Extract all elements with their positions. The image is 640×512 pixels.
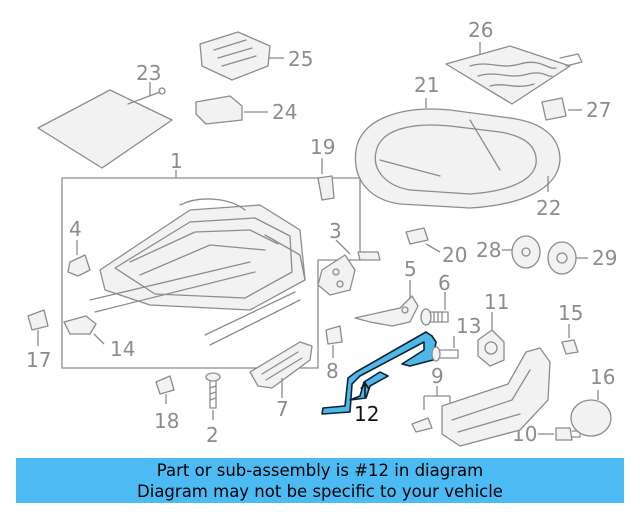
banner-line-1: Part or sub-assembly is #12 in diagram (156, 460, 484, 480)
label-28: 28 (476, 238, 501, 262)
part-21-cushion (354, 98, 561, 209)
part-20-clip (405, 227, 441, 253)
label-25: 25 (288, 47, 313, 71)
label-22: 22 (536, 196, 561, 220)
part-11-cover (477, 312, 505, 367)
banner-line-2: Diagram may not be specific to your vehi… (137, 481, 503, 501)
part-6-bolt (420, 292, 449, 326)
part-19-bracket (317, 158, 335, 201)
label-11: 11 (484, 290, 509, 314)
part-14-cover (63, 315, 105, 345)
label-15: 15 (558, 301, 583, 325)
part-3-bracket (317, 239, 381, 296)
label-17: 17 (26, 348, 51, 372)
part-7-trim (249, 341, 313, 398)
part-15-clip (561, 324, 579, 355)
part-12-highlighted (321, 331, 437, 415)
label-26: 26 (468, 18, 493, 42)
part-2-bolt (205, 372, 221, 420)
label-7: 7 (276, 397, 289, 421)
part-1-seat-frame (61, 170, 361, 369)
label-21: 21 (414, 73, 439, 97)
info-banner: Part or sub-assembly is #12 in diagram D… (16, 458, 624, 503)
label-6: 6 (438, 271, 451, 295)
side-shield (441, 347, 551, 447)
label-20: 20 (442, 243, 467, 267)
label-16: 16 (590, 365, 615, 389)
label-18: 18 (154, 409, 179, 433)
label-29: 29 (592, 246, 617, 270)
part-25-module (199, 31, 284, 81)
part-27-connector (541, 97, 582, 121)
part-23-mat (37, 82, 173, 169)
part-8-clip (325, 325, 343, 358)
part-17-clip (27, 309, 49, 346)
part-16-cap (570, 390, 612, 437)
part-10-screw (538, 427, 581, 441)
label-12: 12 (354, 402, 379, 426)
label-2: 2 (206, 423, 219, 447)
part-24-module (195, 95, 268, 125)
label-24: 24 (272, 100, 297, 124)
part-26-heater (445, 42, 583, 105)
label-5: 5 (404, 257, 417, 281)
label-1: 1 (170, 149, 183, 173)
label-8: 8 (326, 359, 339, 383)
label-14: 14 (110, 337, 135, 361)
part-4-clip (67, 240, 91, 277)
part-9-leader (411, 386, 451, 433)
label-9: 9 (431, 364, 444, 388)
label-23: 23 (136, 61, 161, 85)
label-4: 4 (69, 217, 82, 241)
label-27: 27 (586, 98, 611, 122)
label-13: 13 (456, 314, 481, 338)
label-19: 19 (310, 135, 335, 159)
part-13-bolt (431, 336, 459, 362)
label-3: 3 (329, 219, 342, 243)
part-28-knob (502, 235, 541, 269)
part-18-clip (155, 375, 175, 404)
part-5-link (354, 280, 419, 327)
part-29-knob (547, 241, 588, 275)
